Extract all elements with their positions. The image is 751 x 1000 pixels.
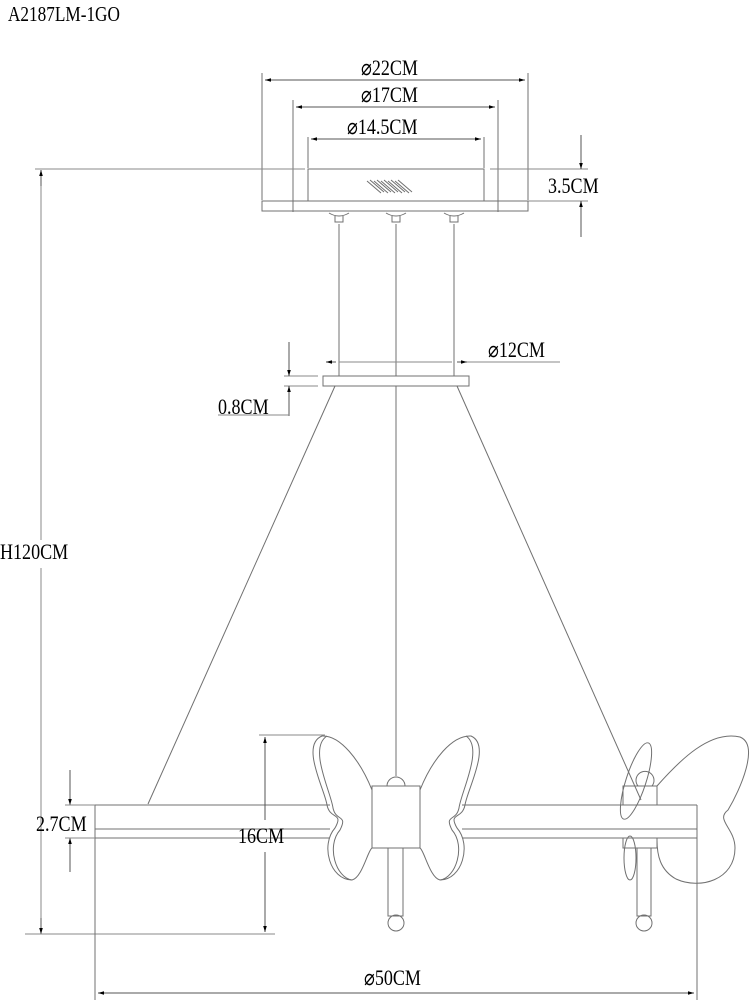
ring-diameter-label: ⌀50CM (364, 965, 421, 990)
canopy-inner-diameter-label: ⌀14.5CM (347, 114, 418, 139)
suspension-cables (339, 224, 454, 376)
front-butterfly (313, 736, 479, 931)
canopy-dimension-lines (262, 73, 528, 212)
canopy-height-label: 3.5CM (548, 173, 599, 198)
canopy-mid-diameter-label: ⌀17CM (361, 82, 418, 107)
butterfly-height-dimension (259, 735, 325, 932)
canopy (35, 169, 588, 222)
total-height-label: H120CM (0, 539, 69, 564)
butterfly-height-label: 16CM (238, 823, 285, 848)
hub-thickness-label: 0.8CM (218, 394, 269, 419)
support-rods (148, 386, 641, 804)
cable-grips (329, 213, 464, 222)
model-title: A2187LM-1GO (8, 2, 120, 26)
canopy-outer-diameter-label: ⌀22CM (361, 55, 418, 80)
ring (65, 770, 697, 1000)
ring-thickness-label: 2.7CM (36, 811, 87, 836)
vent-slots-icon (367, 180, 412, 193)
side-butterfly (614, 736, 748, 931)
hub-diameter-label: ⌀12CM (488, 337, 545, 362)
total-height-dimension (25, 170, 275, 934)
hub-plate (218, 342, 560, 416)
